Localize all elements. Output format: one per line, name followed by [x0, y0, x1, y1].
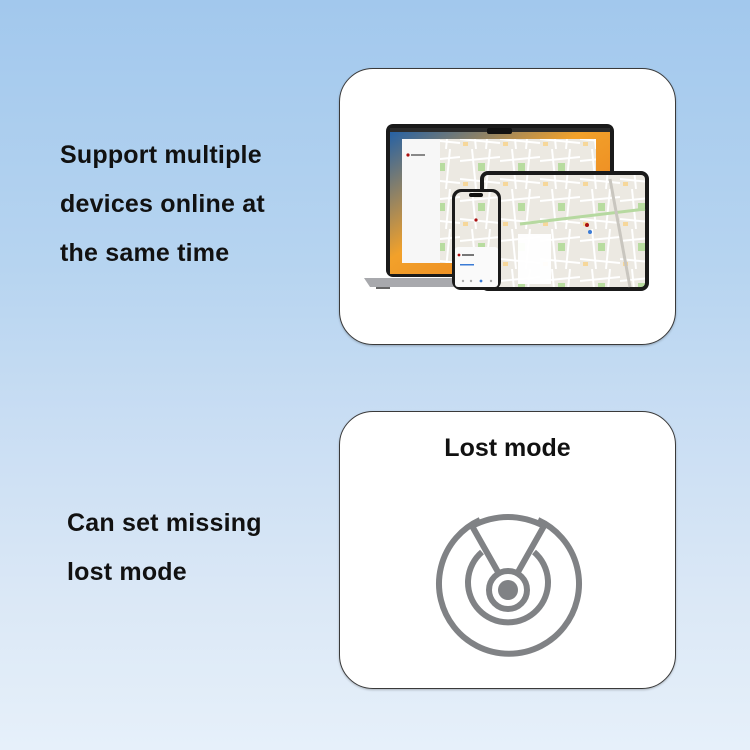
feature-text-lost-mode: Can set missing lost mode	[67, 499, 262, 597]
text-line: Can set missing	[67, 509, 262, 537]
text-line: the same time	[60, 239, 230, 267]
card-title: Lost mode	[444, 434, 571, 462]
devices-card	[339, 68, 676, 345]
smartphone	[452, 189, 501, 290]
devices-illustration	[364, 124, 649, 291]
feature-text-multi-device: Support multiple devices online at the s…	[60, 131, 265, 278]
text-line: lost mode	[67, 558, 187, 586]
text-line: devices online at	[60, 190, 265, 218]
radar-lost-mode-icon	[436, 514, 582, 657]
text-line: Support multiple	[60, 141, 262, 169]
tablet	[480, 171, 649, 291]
lost-mode-card: Lost mode	[339, 411, 676, 689]
